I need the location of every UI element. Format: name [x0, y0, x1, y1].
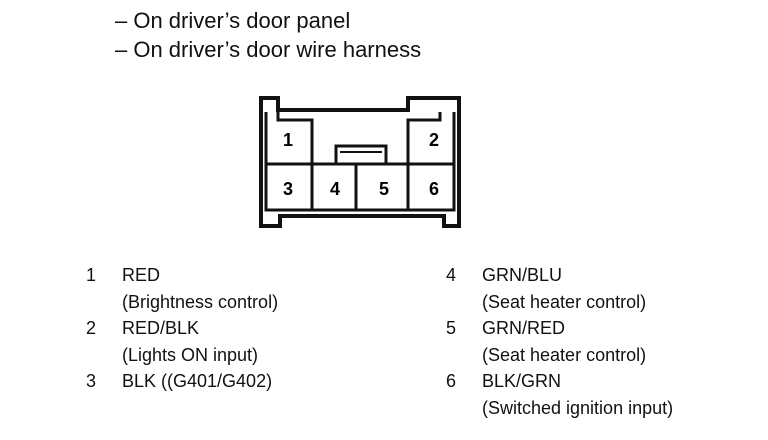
lock-tab: [334, 144, 388, 166]
location-note-harness: – On driver’s door wire harness: [115, 37, 422, 62]
pin-number: 1: [86, 265, 97, 285]
location-notes: – On driver’s door panel – On driver’s d…: [115, 6, 421, 64]
pin-description: (Lights ON input): [122, 344, 259, 365]
pin-entry-3: 3 BLK ((G401/G402): [86, 368, 278, 395]
pin-number: 3: [86, 371, 97, 391]
pin-wire-color: RED/BLK: [122, 318, 200, 338]
pin-description: (Brightness control): [122, 291, 279, 312]
pin-list-right: 4 GRN/BLU (Seat heater control) 5 GRN/RE…: [446, 262, 673, 421]
connector-housing: [259, 96, 461, 228]
pin-description: (Switched ignition input): [482, 397, 674, 418]
pin-entry-6: 6 BLK/GRN (Switched ignition input): [446, 368, 673, 421]
cavity-row-bottom: [264, 162, 456, 212]
pin-wire-color: RED: [122, 265, 161, 285]
terminal-label-6: 6: [429, 179, 439, 199]
terminal-label-3: 3: [283, 179, 293, 199]
terminal-label-1: 1: [283, 130, 293, 150]
cavity-top-right: [406, 112, 456, 166]
terminal-label-5: 5: [379, 179, 389, 199]
pin-entry-2: 2 RED/BLK (Lights ON input): [86, 315, 278, 368]
pin-entry-1: 1 RED (Brightness control): [86, 262, 278, 315]
pin-wire-color: BLK ((G401/G402): [122, 371, 273, 391]
pin-number: 6: [446, 371, 457, 391]
pin-wire-color: GRN/RED: [482, 318, 566, 338]
pin-description: (Seat heater control): [482, 344, 647, 365]
connector-diagram: 1 2 3 4 5 6: [259, 96, 461, 228]
terminal-label-2: 2: [429, 130, 439, 150]
pin-number: 2: [86, 318, 97, 338]
cavity-top-left: [264, 112, 314, 166]
pin-entry-5: 5 GRN/RED (Seat heater control): [446, 315, 673, 368]
pin-wire-color: GRN/BLU: [482, 265, 563, 285]
pin-entry-4: 4 GRN/BLU (Seat heater control): [446, 262, 673, 315]
location-note-panel: – On driver’s door panel: [115, 8, 351, 33]
pin-number: 4: [446, 265, 457, 285]
pin-description: (Seat heater control): [482, 291, 647, 312]
pin-list-left: 1 RED (Brightness control) 2 RED/BLK (Li…: [86, 262, 278, 395]
pin-wire-color: BLK/GRN: [482, 371, 562, 391]
pin-number: 5: [446, 318, 457, 338]
terminal-label-4: 4: [330, 179, 340, 199]
